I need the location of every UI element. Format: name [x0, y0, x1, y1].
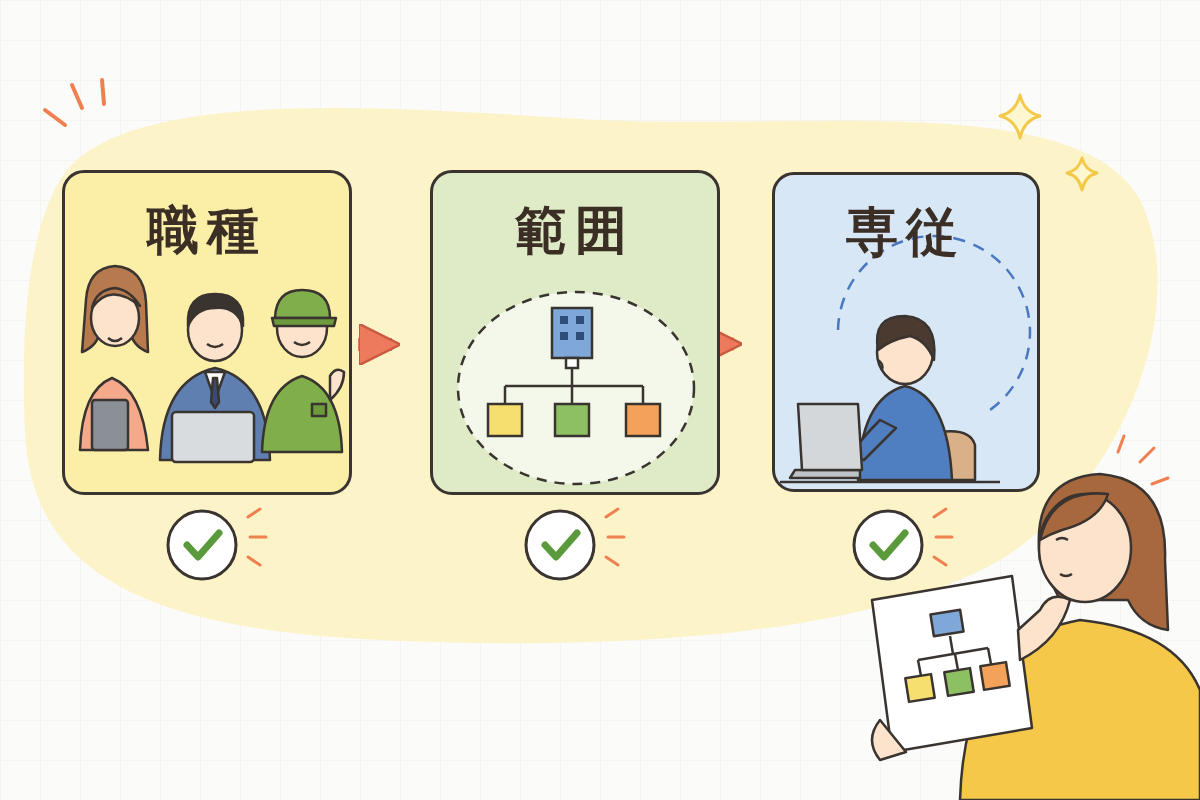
box-heading: 職種: [65, 199, 349, 261]
org-chart-illustration: [458, 292, 694, 484]
workers-illustration: [80, 266, 344, 462]
scope-box: 範囲: [430, 170, 720, 495]
flow-arrow: [358, 338, 392, 351]
box-heading: 専従: [775, 201, 1037, 263]
dedicated-worker-illustration: [780, 236, 1030, 482]
highlight-blob: [24, 108, 1158, 643]
check-marks: [168, 509, 952, 579]
category-box: 職種: [62, 170, 352, 495]
accent-strokes: [45, 80, 104, 125]
reviewer-illustration: [872, 436, 1200, 800]
flow-arrow: [726, 338, 734, 351]
dedicated-box: 専従: [772, 172, 1040, 492]
box-heading: 範囲: [433, 199, 717, 261]
